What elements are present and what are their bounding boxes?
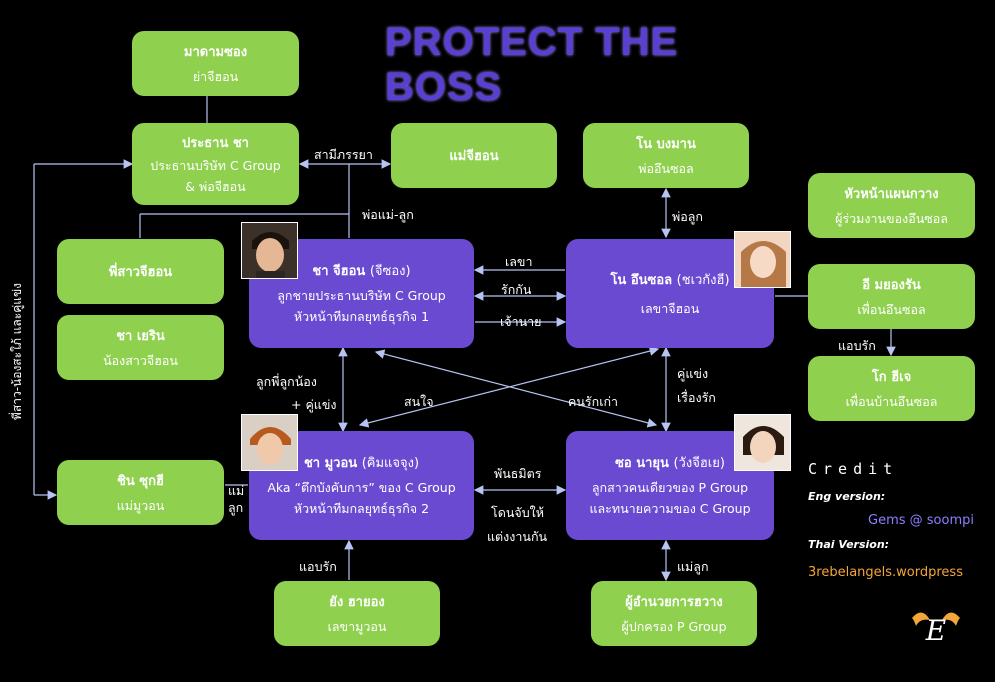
credit-thai-label: Thai Version: (808, 538, 890, 551)
node-nick: (วังจีฮเย) (673, 456, 725, 472)
rel-rival: คู่แข่ง (677, 366, 709, 381)
node-desc: เพื่อนอึนซอล (857, 301, 926, 317)
node-name: หัวหน้าแผนกวาง (844, 186, 939, 202)
rel-secretary: เลขา (505, 254, 533, 269)
node-name: โน อึนซอล (ชเวกังฮี) (610, 269, 729, 290)
rel-alliance: พันธมิตร (494, 466, 542, 481)
node-desc: พ่ออึนซอล (638, 160, 694, 176)
node-desc: ลูกสาวคนเดียวของ P Group (591, 480, 749, 496)
credit-thai-value: 3rebelangels.wordpress (808, 565, 963, 580)
rel-father-child: พ่อลูก (672, 209, 703, 224)
node-name-text: ซอ นายุน (615, 456, 669, 472)
rel-love: รักกัน (501, 282, 532, 297)
node-name: แม่จีฮอน (449, 149, 499, 164)
rel-cousin: ลูกพี่ลูกน้อง (256, 374, 317, 389)
credit-eng-value: Gems @ soompi (868, 513, 974, 528)
node-desc: แม่มูวอน (116, 497, 165, 513)
node-desc: หัวหน้าทีมกลยุทธ์ธุรกิจ 2 (293, 501, 430, 516)
node-name: พี่สาวจีฮอน (108, 265, 173, 280)
node-desc: น้องสาวจีฮอน (103, 352, 178, 368)
node-name: ชา เยริน (116, 328, 165, 344)
node-stepmother: แม่จีฮอน (391, 123, 557, 188)
rel-parent-child: พ่อแม่-ลูก (362, 207, 414, 222)
rel-mother-child-left-1: แม่ (228, 483, 245, 498)
rel-secret-love: แอบรัก (299, 559, 337, 574)
node-p-director: ผู้อำนวยการฮวาง ผู้ปกครอง P Group (591, 581, 757, 646)
node-name-text: ชา มูวอน (303, 456, 358, 472)
rel-love-story: เรื่องรัก (677, 390, 716, 405)
node-nick: (ชเวกังฮี) (676, 272, 730, 288)
node-desc: หัวหน้าทีมกลยุทธ์ธุรกิจ 1 (293, 309, 430, 324)
node-name: ชา มูวอน (คิมแจจุง) (304, 452, 419, 473)
node-name: ยัง ฮายอง (329, 594, 385, 610)
rel-husband-wife: สามีภรรยา (314, 147, 373, 162)
node-name-text: โน อึนซอล (610, 272, 673, 288)
credit-block: Credit Eng version: Gems @ soompi Thai V… (808, 460, 988, 580)
node-desc: & พ่อจีฮอน (185, 178, 246, 194)
node-yi-myeong: อี มยองรัน เพื่อนอึนซอล (808, 264, 975, 329)
node-name: อี มยองรัน (862, 277, 921, 293)
diagram-title: PROTECT THE BOSS (385, 20, 679, 109)
node-chairman: ประธาน ชา ประธานบริษัท C Group & พ่อจีฮอ… (132, 123, 299, 205)
node-name: โก ฮีเจ (871, 369, 912, 385)
node-no-father: โน บงมาน พ่ออึนซอล (583, 123, 749, 188)
node-desc: และทนายความของ C Group (589, 501, 751, 516)
node-desc: ย่าจีฮอน (192, 68, 239, 84)
rel-arranged-1: โดนจับให้ (491, 505, 544, 520)
avatar-jiheon (241, 222, 298, 279)
node-desc: Aka “ตึกบังคับการ” ของ C Group (267, 480, 456, 496)
node-name: มาดามซอง (183, 44, 248, 60)
node-go-huije: โก ฮีเจ เพื่อนบ้านอึนซอล (808, 356, 975, 421)
node-desc: เลขาจีฮอน (640, 300, 700, 316)
node-desc: ลูกชายประธานบริษัท C Group (277, 288, 446, 304)
svg-text:E: E (925, 614, 946, 647)
node-older-sister: พี่สาวจีฮอน (57, 239, 224, 304)
rel-siblings-vertical: พี่สาว-น้องสะใภ้ และคู่แข่ง (10, 282, 24, 420)
node-desc: ประธานบริษัท C Group (150, 157, 281, 173)
rel-ex-lover: คนรักเก่า (568, 394, 619, 409)
node-younger-sister: ชา เยริน น้องสาวจีฮอน (57, 315, 224, 380)
rel-boss: เจ้านาย (500, 314, 542, 329)
avatar-mu-won (241, 414, 298, 471)
node-name: ชา จีฮอน (จีซอง) (312, 260, 410, 281)
node-grandmother: มาดามซอง ย่าจีฮอน (132, 31, 299, 96)
node-nick: (คิมแจจุง) (361, 456, 420, 472)
node-name: โน บงมาน (636, 136, 696, 152)
node-desc: ผู้ปกครอง P Group (621, 618, 727, 634)
node-name: ชิน ซุกฮี (117, 473, 164, 489)
rel-arranged-2: แต่งงานกัน (487, 529, 548, 544)
rel-secret-love-friend: แอบรัก (838, 338, 876, 353)
node-nick: (จีซอง) (369, 264, 411, 280)
credit-heading: Credit (808, 460, 899, 478)
node-shin-sukhee: ชิน ซุกฮี แม่มูวอน (57, 460, 224, 525)
avatar-eunseol (734, 231, 791, 288)
credit-eng-label: Eng version: (808, 490, 886, 503)
node-secretary-mw: ยัง ฮายอง เลขามูวอน (274, 581, 440, 646)
node-team-head: หัวหน้าแผนกวาง ผู้ร่วมงานของอึนซอล (808, 173, 975, 238)
winged-logo-icon: E (910, 604, 962, 648)
rel-mother-child: แม่ลูก (677, 559, 709, 574)
node-name: ผู้อำนวยการฮวาง (625, 594, 723, 610)
avatar-na-yoon (734, 414, 791, 471)
node-name: ประธาน ชา (182, 135, 249, 151)
rel-mother-child-left-2: ลูก (228, 500, 244, 515)
node-desc: ผู้ร่วมงานของอึนซอล (835, 210, 948, 226)
node-name-text: ชา จีฮอน (312, 264, 366, 280)
node-name: ซอ นายุน (วังจีฮเย) (615, 452, 725, 473)
rel-plus-rival: + คู่แข่ง (291, 397, 337, 412)
rel-interested: สนใจ (404, 394, 434, 409)
node-desc: เพื่อนบ้านอึนซอล (845, 393, 938, 409)
node-jiheon: ชา จีฮอน (จีซอง) ลูกชายประธานบริษัท C Gr… (249, 239, 474, 348)
node-desc: เลขามูวอน (327, 618, 387, 634)
